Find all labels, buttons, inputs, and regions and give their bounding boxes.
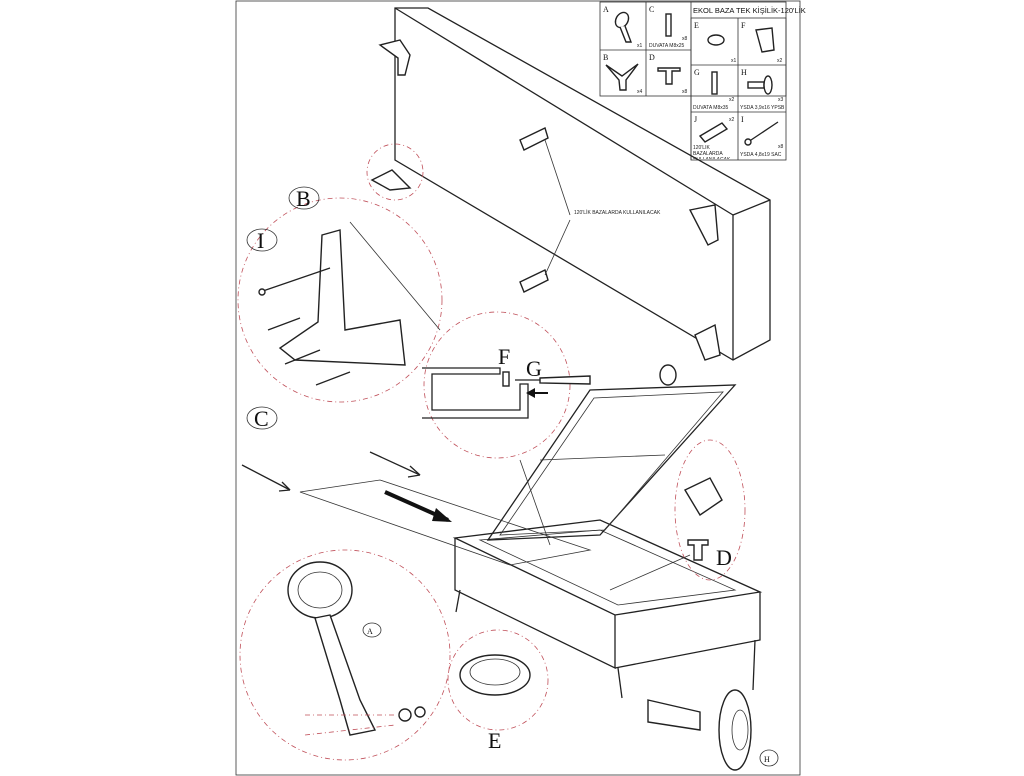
callout-B-bubble bbox=[288, 186, 320, 210]
callout-H-bubble bbox=[759, 749, 779, 767]
callout-E: E bbox=[488, 728, 501, 753]
detail-leg-callout: B I C bbox=[237, 186, 443, 431]
svg-text:E: E bbox=[694, 21, 699, 30]
callout-D: D bbox=[716, 545, 732, 570]
part-C: C x8 DUVATA M8x25 bbox=[649, 5, 688, 49]
svg-text:I: I bbox=[741, 115, 744, 124]
bed-base bbox=[241, 364, 763, 699]
headboard-panel: 120'LİK BAZALARDA KULLANILACAK bbox=[366, 7, 771, 361]
svg-text:F: F bbox=[741, 21, 746, 30]
part-D: D x8 bbox=[649, 53, 688, 95]
part-J: J x2 120'LİK BAZALARDA KULLANILACAK bbox=[693, 115, 735, 159]
svg-text:A: A bbox=[603, 5, 609, 14]
svg-text:x2: x2 bbox=[729, 117, 735, 123]
svg-text:x1: x1 bbox=[637, 43, 643, 49]
svg-text:x1: x1 bbox=[731, 58, 737, 64]
part-I: I x8 YSDA 4,8x19 SAC bbox=[740, 115, 784, 158]
callout-H: H bbox=[764, 755, 770, 764]
callout-F: F bbox=[498, 344, 510, 369]
callout-A: A bbox=[367, 627, 373, 636]
part-B: B x4 bbox=[603, 53, 643, 95]
svg-text:C: C bbox=[649, 5, 654, 14]
svg-text:G: G bbox=[694, 68, 700, 77]
leg-B-icon bbox=[694, 323, 721, 361]
note-line-1: 120'LİK BAZALARDA KULLANILACAK bbox=[574, 209, 661, 216]
svg-text:x2: x2 bbox=[729, 97, 735, 103]
callout-C-bubble bbox=[246, 406, 278, 430]
detail-H-callout: H bbox=[647, 689, 779, 771]
connector-J-icon bbox=[519, 269, 549, 293]
slat-panel bbox=[299, 479, 592, 566]
svg-text:x3: x3 bbox=[778, 97, 784, 103]
page-frame bbox=[235, 0, 801, 776]
leg-B-icon bbox=[688, 204, 719, 246]
detail-hinge-callout: F G bbox=[422, 311, 591, 459]
svg-text:DUVATA M8x25: DUVATA M8x25 bbox=[649, 43, 685, 49]
svg-text:x8: x8 bbox=[682, 89, 688, 95]
part-G: G x2 DUVATA M8x35 bbox=[693, 68, 735, 111]
svg-text:B: B bbox=[603, 53, 608, 62]
handle-A-icon bbox=[659, 364, 677, 386]
callout-I: I bbox=[257, 228, 264, 253]
detail-A-callout: A bbox=[239, 549, 451, 761]
part-A: A x1 bbox=[603, 5, 643, 49]
part-F: F x2 bbox=[741, 21, 783, 64]
svg-text:x2: x2 bbox=[777, 58, 783, 64]
svg-text:YSDA 4,8x19 SAC: YSDA 4,8x19 SAC bbox=[740, 152, 782, 158]
svg-text:x8: x8 bbox=[682, 36, 688, 42]
detail-D-callout: D bbox=[609, 439, 746, 591]
leg-B-icon bbox=[378, 39, 411, 76]
svg-text:DUVATA M8x35: DUVATA M8x35 bbox=[693, 105, 729, 111]
parts-table: EKOL BAZA TEK KİŞİLİK-120'LİK A x1 C x8 … bbox=[599, 1, 806, 161]
callout-A-bubble bbox=[362, 622, 382, 638]
svg-text:H: H bbox=[741, 68, 747, 77]
lift-frame bbox=[486, 384, 737, 541]
part-H: H x3 YSDA 3,9x16 YPSB bbox=[740, 68, 785, 111]
part-E: E x1 bbox=[694, 21, 737, 64]
svg-text:x4: x4 bbox=[637, 89, 643, 95]
svg-text:D: D bbox=[649, 53, 655, 62]
parts-table-title: EKOL BAZA TEK KİŞİLİK-120'LİK bbox=[693, 6, 806, 15]
callout-B: B bbox=[296, 186, 311, 211]
svg-text:J: J bbox=[694, 115, 697, 124]
part-J-caption: 120'LİK BAZALARDA KULLANILACAK bbox=[693, 145, 730, 159]
connector-J-icon bbox=[519, 127, 549, 151]
callout-G: G bbox=[526, 356, 542, 381]
detail-E-callout: E bbox=[447, 629, 549, 753]
svg-text:x8: x8 bbox=[778, 144, 784, 150]
svg-text:YSDA 3,9x16 YPSB: YSDA 3,9x16 YPSB bbox=[740, 105, 785, 111]
callout-C: C bbox=[254, 406, 269, 431]
callout-I-bubble bbox=[246, 228, 278, 252]
